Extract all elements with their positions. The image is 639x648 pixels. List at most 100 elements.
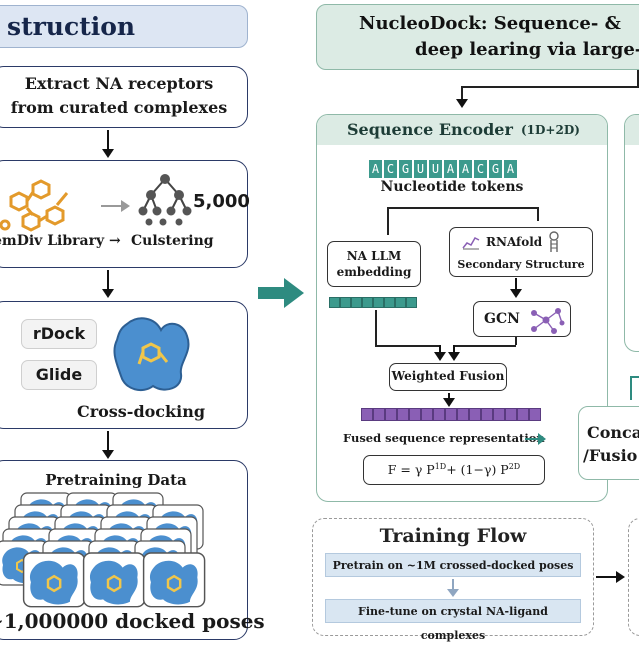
fusion-formula-box: F = γ P1D+ (1−γ) P2D (363, 455, 545, 485)
fused-to-concat-arrow (525, 438, 539, 440)
extract-line-1: Extract NA receptors (24, 74, 214, 93)
secondary-structure-label: Secondary Structure (457, 258, 585, 271)
header-line-2: deep learing via large- (415, 39, 639, 60)
panel-transition-arrow (258, 278, 304, 308)
header-connector-arrowhead (456, 99, 468, 108)
split-connector-right-v (537, 207, 539, 221)
na-llm-line-2: embedding (336, 265, 412, 279)
fused-representation-label: Fused sequence representation (343, 431, 545, 445)
cluster-count: 5,000 (193, 191, 250, 212)
clustering-label: Culstering (131, 233, 214, 249)
library-arrow-glyph: → (108, 233, 121, 249)
gcn-label: GCN (484, 311, 520, 327)
formula-middle: + (1−γ) P (446, 462, 509, 478)
fused-to-concat-arrowhead (538, 433, 546, 445)
training-flow-panel: Training Flow Pretrain on ~1M crossed-do… (312, 518, 594, 642)
library-box: 5,000 emDiv Library → Culstering (0, 160, 250, 268)
flow-step-arrowhead (447, 589, 459, 597)
stacked-poses-icon (0, 492, 206, 608)
token: G (399, 160, 412, 178)
merge-right-h (453, 345, 516, 347)
library-source-label: emDiv Library (0, 233, 105, 249)
right-header: NucleoDock: Sequence- & deep learing via… (316, 4, 639, 70)
token: C (384, 160, 397, 178)
left-title-bar: struction (0, 5, 248, 48)
arrow-down-2 (102, 270, 114, 298)
header-connector-h (461, 86, 639, 88)
token: A (444, 160, 457, 178)
merge-left-h (375, 345, 439, 347)
rnafold-plot-icon (462, 237, 480, 250)
concat-line-1: Conca (587, 423, 639, 442)
token: U (414, 160, 427, 178)
training-to-output-arrowhead (616, 571, 625, 583)
output-panel-partial (628, 518, 639, 636)
structure-encoder-header-partial (625, 115, 639, 145)
formula-sup-2d: 2D (508, 462, 521, 471)
clustering-tree-icon (138, 174, 192, 226)
glide-pill: Glide (21, 360, 97, 390)
token: G (489, 160, 502, 178)
formula-sup-1d: 1D (434, 462, 447, 471)
extract-line-2: from curated complexes (10, 98, 228, 117)
arrow-fusion-to-vector (444, 393, 454, 407)
docked-poses-label: ~1,000000 docked poses (0, 609, 265, 633)
token: C (474, 160, 487, 178)
grey-arrow (101, 205, 123, 207)
na-llm-line-1: NA LLM (346, 249, 402, 263)
pretrain-box: Pretraining Data ~1,000000 docked poses (0, 460, 265, 640)
green-connector-h (630, 376, 639, 378)
llm-embedding-vector (329, 297, 421, 308)
rnafold-label: RNAfold (486, 235, 543, 249)
arrow-rnafold-to-gcn (511, 278, 521, 298)
sequence-encoder-suffix: (1D+2D) (521, 123, 580, 137)
arrow-down-1 (102, 130, 114, 158)
training-flow-title: Training Flow (379, 525, 527, 547)
graph-network-icon (531, 308, 565, 334)
flow-step-arrow (452, 579, 454, 591)
token: A (504, 160, 517, 178)
concat-fusion-box: Conca /Fusio (578, 406, 639, 480)
merge-right-v (515, 337, 517, 345)
split-connector-left-v (387, 207, 389, 235)
sequence-encoder-title: Sequence Encoder (347, 120, 513, 139)
arrow-to-fusion-right (449, 345, 459, 361)
left-title: struction (7, 12, 136, 41)
fusion-formula: F = γ P1D+ (1−γ) P2D (364, 462, 544, 477)
rnafold-box: RNAfold Secondary Structure (449, 227, 593, 277)
concat-line-2: /Fusio (583, 446, 638, 465)
cross-docking-label: Cross-docking (76, 402, 206, 421)
receptor-ligand-icon (113, 317, 190, 392)
rna-hairpin-icon (549, 231, 559, 252)
structure-encoder-panel-partial (624, 114, 639, 352)
merge-left-v (375, 310, 377, 345)
pretrain-title: Pretraining Data (45, 471, 187, 489)
split-connector-h (387, 207, 537, 209)
flow-step-pretrain: Pretrain on ~1M crossed-docked poses (325, 553, 581, 577)
fused-vector (361, 408, 543, 421)
flow-step-finetune: Fine-tune on crystal NA-ligand complexes (325, 599, 581, 642)
nucleotide-tokens-label: Nucleotide tokens (380, 179, 524, 195)
extract-box: Extract NA receptors from curated comple… (0, 66, 248, 128)
docking-box: rDock Glide Cross-docking (0, 301, 248, 429)
green-connector-v (630, 376, 632, 400)
molecule-library-icon (0, 179, 69, 232)
header-connector-right-v (637, 70, 639, 88)
header-line-1: NucleoDock: Sequence- & (359, 13, 621, 34)
arrow-to-fusion-left (435, 345, 445, 361)
weighted-fusion-box: Weighted Fusion (389, 363, 507, 391)
token: A (459, 160, 472, 178)
header-connector-v (461, 86, 463, 100)
na-llm-box: NA LLM embedding (327, 241, 421, 287)
weighted-fusion-label: Weighted Fusion (391, 369, 505, 383)
library-label: emDiv Library → (0, 233, 121, 249)
formula-prefix: F = γ P (387, 462, 435, 478)
token: U (429, 160, 442, 178)
gcn-box: GCN (473, 301, 571, 337)
arrow-down-3 (102, 431, 114, 459)
training-to-output-arrow (596, 576, 618, 578)
sequence-encoder-header (317, 115, 607, 145)
rdock-pill: rDock (21, 319, 97, 349)
